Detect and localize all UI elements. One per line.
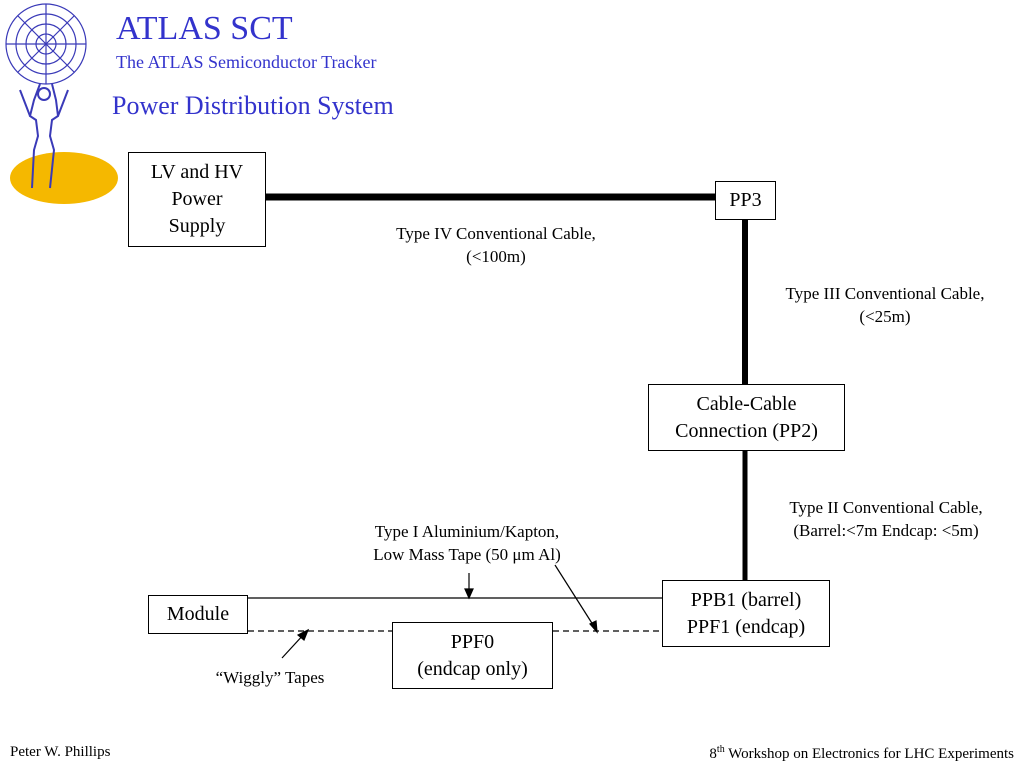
footer-workshop: 8th Workshop on Electronics for LHC Expe… [709,745,1014,762]
type4-cable-label: Type IV Conventional Cable, (<100m) [396,224,596,266]
pp3-label: PP3 [729,189,762,211]
module-box: Module [148,595,248,634]
power-supply-box: LV and HV Power Supply [128,152,266,247]
footer-workshop-sup: th [716,744,725,755]
type1-arrow-diagonal [554,564,596,629]
wiggly-tapes-label: “Wiggly” Tapes [215,668,325,687]
ppb1-label: PPB1 (barrel) PPF1 (endcap) [686,588,806,638]
pp2-label: Cable-Cable Connection (PP2) [675,392,818,442]
footer-author: Peter W. Phillips [10,744,111,760]
app-subtitle: The ATLAS Semiconductor Tracker [116,52,377,72]
footer-workshop-text: Workshop on Electronics for LHC Experime… [724,746,1014,762]
app-title: ATLAS SCT [116,10,293,47]
pp2-box: Cable-Cable Connection (PP2) [648,384,845,451]
footer-workshop-num: 8 [709,746,717,762]
type3-cable-label: Type III Conventional Cable, (<25m) [785,284,985,326]
ppb1-box: PPB1 (barrel) PPF1 (endcap) [662,580,830,647]
type2-cable-label: Type II Conventional Cable, (Barrel:<7m … [789,498,983,540]
ppf0-label: PPF0 (endcap only) [417,630,528,680]
slide-title: Power Distribution System [112,91,394,120]
atlas-logo [5,3,118,204]
power-supply-label: LV and HV Power Supply [150,161,244,237]
ppf0-box: PPF0 (endcap only) [392,622,553,689]
pp3-box: PP3 [715,181,776,220]
type1-tape-label: Type I Aluminium/Kapton, Low Mass Tape (… [373,522,561,564]
module-label: Module [166,603,230,625]
